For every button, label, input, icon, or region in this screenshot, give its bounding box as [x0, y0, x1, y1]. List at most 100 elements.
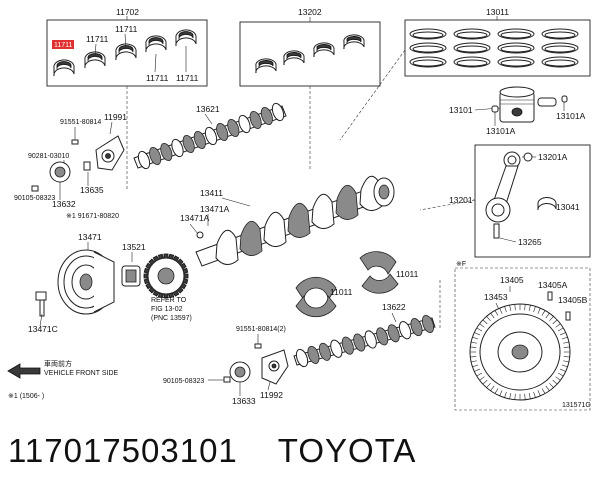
piston-ring-inner [412, 45, 444, 53]
key-small [83, 161, 91, 171]
ring-gear-tooth [561, 364, 568, 368]
label-11991: 11991 [104, 112, 127, 122]
piston-group: 13101 13101A 13101A [449, 86, 586, 136]
bearing-set-group: 11702 11711 11711 11711 11711 11711 [46, 7, 208, 87]
label-note: ※1 (1506- ) [8, 393, 44, 400]
label-90105-08323-a: 90105-08323 [14, 195, 55, 202]
label-11011-a: 11011 [330, 287, 353, 297]
bolt-91551-a [71, 139, 79, 145]
cam-sensor-plate-lower [261, 349, 289, 385]
ring-gear-tooth [560, 332, 566, 336]
bolt-90105-b [223, 376, 231, 383]
ring-gear-tooth [490, 385, 495, 392]
ring-gear-tooth [562, 341, 569, 344]
ring-gear-tooth [479, 376, 485, 381]
bearing-shell-4 [145, 35, 167, 53]
conrod-bushing [523, 152, 533, 162]
label-13405: 13405 [500, 275, 524, 285]
ring-gear-tooth [560, 368, 566, 372]
cam-sensor-plate [95, 135, 125, 171]
label-13041: 13041 [556, 202, 580, 212]
label-refer-fig: FIG 13-02 [151, 306, 183, 313]
label-11711-c: 11711 [146, 73, 169, 83]
piston-ring-inner [544, 59, 576, 67]
label-13453: 13453 [484, 292, 508, 302]
bearing-shell-2 [84, 51, 106, 69]
ring-gear-tooth [563, 356, 570, 358]
bearing-shell-1 [53, 59, 75, 77]
label-13201A: 13201A [538, 152, 568, 162]
cam-lobe [216, 122, 229, 142]
label-13101: 13101 [449, 105, 473, 115]
ring-gear-tooth [476, 372, 483, 377]
crank-sprocket-group: 13521 REFER TO FIG 13-02 (PNC 13597) [121, 242, 192, 322]
cam-lobe [330, 339, 343, 358]
ring-gear-tooth [499, 308, 503, 314]
crank-key-sprocket [121, 265, 141, 287]
crank-counterweight [287, 203, 311, 238]
label-13471A-2: 13471A [180, 213, 210, 223]
conrod-bearing-group: 13202 [239, 7, 381, 87]
label-13101A-2: 13101A [556, 111, 586, 121]
dashed-guides [126, 49, 476, 330]
piston-ring-inner [412, 59, 444, 67]
cam-lobe [271, 102, 285, 122]
ring-gear-tooth [555, 376, 561, 381]
label-13471: 13471 [78, 232, 102, 242]
label-13633: 13633 [232, 396, 256, 406]
piston-ring-inner [544, 45, 576, 53]
connecting-rod [485, 151, 521, 223]
cam-lobe [137, 150, 151, 170]
flywheel-bolt-b [565, 311, 571, 321]
label-13405B: 13405B [558, 295, 588, 305]
ring-gear-tooth [494, 310, 499, 316]
ring-gear-tooth [555, 323, 561, 328]
ring-gear-tooth [537, 308, 541, 314]
ring-gear-tooth [552, 379, 558, 385]
label-11711-highlight[interactable]: 11711 [54, 42, 73, 49]
ring-gear-tooth [545, 312, 550, 319]
ring-gear-tooth [557, 372, 564, 377]
label-11992: 11992 [260, 390, 283, 400]
ring-gear-tooth [549, 383, 554, 388]
ring-gear-tooth [471, 360, 478, 363]
ring-gear-tooth [562, 360, 569, 363]
conrod-shell-3 [313, 42, 335, 58]
part-number-text: 117017503101 [8, 432, 238, 469]
ring-gear-tooth [549, 316, 554, 321]
cam-lobe [249, 110, 262, 130]
left-parts-group: 91551-80814 11991 90281-03010 13635 9010… [14, 112, 127, 220]
gear-hub [157, 267, 175, 285]
label-13202: 13202 [298, 7, 322, 17]
cam-lobe [353, 333, 366, 352]
highlighted-part-marker[interactable] [52, 40, 74, 49]
camshaft-upper-group: 13621 [133, 102, 287, 170]
label-90281-03010: 90281-03010 [28, 153, 69, 160]
vehicle-front-indicator: 車両前方 VEHICLE FRONT SIDE [7, 359, 118, 379]
ring-gear-tooth [482, 319, 488, 325]
label-11711-d: 11711 [176, 73, 199, 83]
flywheel-box [454, 267, 591, 411]
conrod-bearing-detail [537, 197, 557, 211]
cam-lobe [238, 114, 251, 134]
ring-gear-tooth [545, 385, 550, 392]
ring-gear-tooth [470, 346, 477, 348]
piston-ring-inner [456, 59, 488, 67]
label-13635: 13635 [80, 185, 104, 195]
label-13405A: 13405A [538, 280, 568, 290]
bearing-shell-5 [175, 29, 197, 47]
bearing-shell-3 [115, 43, 137, 61]
piston-ring-inner [500, 45, 532, 53]
ring-gear-tooth [474, 368, 480, 372]
cam-lobe [410, 318, 423, 337]
cam-lobe [318, 342, 331, 361]
cam-lobe [260, 106, 273, 126]
cam-lobe [149, 146, 162, 166]
conrod-shell-2 [283, 50, 305, 66]
ring-gear-tooth [474, 332, 480, 336]
piston-ring-inner [544, 31, 576, 39]
label-13632: 13632 [52, 199, 76, 209]
flywheel [469, 303, 571, 401]
crank-counterweight [215, 229, 239, 265]
camshaft-upper [133, 102, 287, 170]
